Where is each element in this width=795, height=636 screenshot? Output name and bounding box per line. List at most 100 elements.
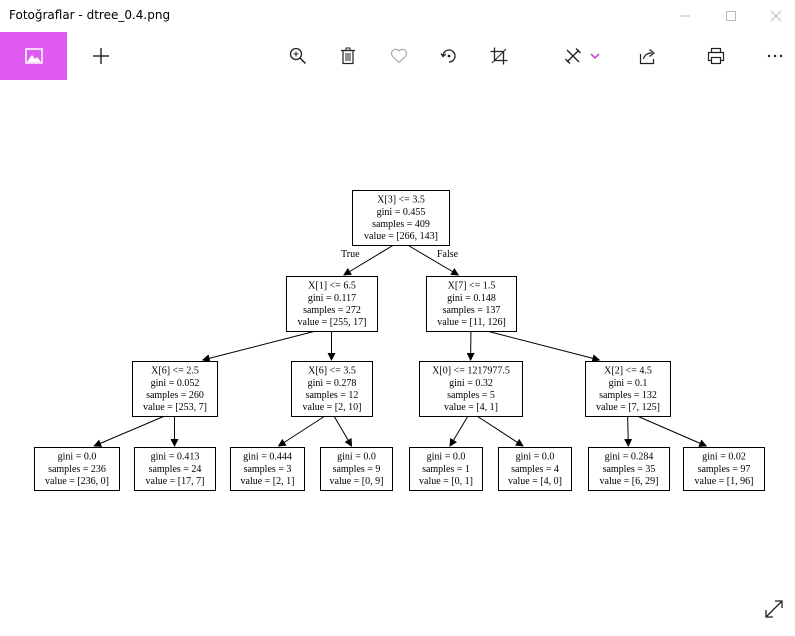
tree-node-line: value = [4, 0] [508, 476, 562, 487]
edit-menu-button[interactable] [583, 32, 607, 80]
tree-node-line: value = [253, 7] [143, 402, 207, 413]
tree-node-line: samples = 272 [303, 305, 361, 316]
tree-node-line: X[3] <= 3.5 [377, 195, 425, 206]
tree-edge-rr-rrr [637, 416, 706, 446]
delete-icon [340, 47, 356, 65]
tree-node-line: value = [0, 9] [330, 476, 384, 487]
tree-node-line: value = [255, 17] [298, 317, 367, 328]
delete-button[interactable] [326, 32, 370, 80]
add-icon [92, 47, 110, 65]
tree-node-line: gini = 0.148 [447, 293, 496, 304]
tree-node-line: samples = 97 [698, 464, 751, 475]
zoom-button[interactable] [276, 32, 320, 80]
maximize-icon [725, 10, 737, 22]
tree-node-line: gini = 0.052 [151, 378, 200, 389]
tree-node-line: gini = 0.444 [243, 452, 292, 463]
zoom-icon [289, 47, 307, 65]
tree-node-line: value = [7, 125] [596, 402, 660, 413]
collection-tab[interactable] [0, 32, 67, 80]
crop-icon [490, 47, 508, 65]
print-icon [707, 47, 725, 65]
tree-node-line: value = [4, 1] [444, 402, 498, 413]
tree-node-line: samples = 4 [511, 464, 559, 475]
tree-node-line: samples = 260 [146, 390, 204, 401]
tree-node-line: gini = 0.32 [449, 378, 493, 389]
tree-node-line: value = [1, 96] [695, 476, 754, 487]
photo-icon [25, 48, 43, 64]
tree-node-line: gini = 0.455 [377, 207, 426, 218]
tree-edge-rl-rlr [477, 416, 523, 446]
favorite-button[interactable] [377, 32, 421, 80]
close-button[interactable] [753, 0, 795, 32]
title-bar: Fotoğraflar - dtree_0.4.png [0, 0, 795, 32]
rotate-button[interactable] [427, 32, 471, 80]
maximize-button[interactable] [708, 0, 754, 32]
fullscreen-button[interactable] [763, 598, 785, 620]
tree-node-line: value = [11, 126] [437, 317, 506, 328]
tree-node-line: gini = 0.0 [337, 452, 376, 463]
tree-node-line: gini = 0.278 [308, 378, 357, 389]
tree-node-line: value = [2, 10] [303, 402, 362, 413]
favorite-icon [390, 48, 408, 64]
tree-node-line: samples = 409 [372, 219, 430, 230]
print-button[interactable] [694, 32, 738, 80]
tree-edge-l-ll [203, 331, 316, 360]
tree-node-line: gini = 0.117 [308, 293, 356, 304]
tree-edge-rr-rrl [628, 416, 629, 446]
tree-node-line: value = [2, 1] [241, 476, 295, 487]
minimize-button[interactable] [662, 0, 708, 32]
tree-node-line: gini = 0.0 [58, 452, 97, 463]
add-button[interactable] [79, 32, 123, 80]
tree-node-line: samples = 3 [244, 464, 292, 475]
rotate-icon [440, 47, 458, 65]
tree-node-line: X[6] <= 3.5 [308, 366, 356, 377]
edge-label-true: True [341, 249, 360, 260]
tree-node-line: value = [266, 143] [364, 231, 438, 242]
tree-node-line: gini = 0.1 [609, 378, 648, 389]
tree-node-line: samples = 137 [443, 305, 501, 316]
tree-node-line: samples = 132 [599, 390, 657, 401]
crop-button[interactable] [477, 32, 521, 80]
share-icon [639, 47, 657, 65]
more-icon [766, 53, 784, 59]
close-icon [770, 10, 782, 22]
edit-icon [564, 47, 582, 65]
tree-node-line: samples = 35 [603, 464, 656, 475]
tree-node-line: X[0] <= 1217977.5 [432, 366, 510, 377]
chevron-down-icon [590, 52, 600, 60]
tree-node-line: X[1] <= 6.5 [308, 281, 356, 292]
more-button[interactable] [753, 32, 795, 80]
tree-node-line: gini = 0.284 [605, 452, 654, 463]
tree-edge-lr-lrl [279, 416, 325, 446]
fullscreen-icon [763, 598, 785, 620]
tree-edge-ll-lll [94, 416, 165, 446]
tree-node-line: X[2] <= 4.5 [604, 366, 652, 377]
toolbar [0, 32, 795, 80]
tree-node-line: gini = 0.413 [151, 452, 200, 463]
tree-node-line: samples = 5 [447, 390, 495, 401]
tree-node-line: value = [0, 1] [419, 476, 473, 487]
tree-node-line: gini = 0.0 [516, 452, 555, 463]
tree-node-line: value = [17, 7] [146, 476, 205, 487]
window-title: Fotoğraflar - dtree_0.4.png [9, 8, 170, 22]
tree-node-line: samples = 12 [306, 390, 359, 401]
edge-label-false: False [437, 249, 459, 260]
share-button[interactable] [626, 32, 670, 80]
tree-node-line: X[6] <= 2.5 [151, 366, 199, 377]
minimize-icon [679, 10, 691, 22]
tree-edge-lr-lrr [334, 416, 352, 446]
